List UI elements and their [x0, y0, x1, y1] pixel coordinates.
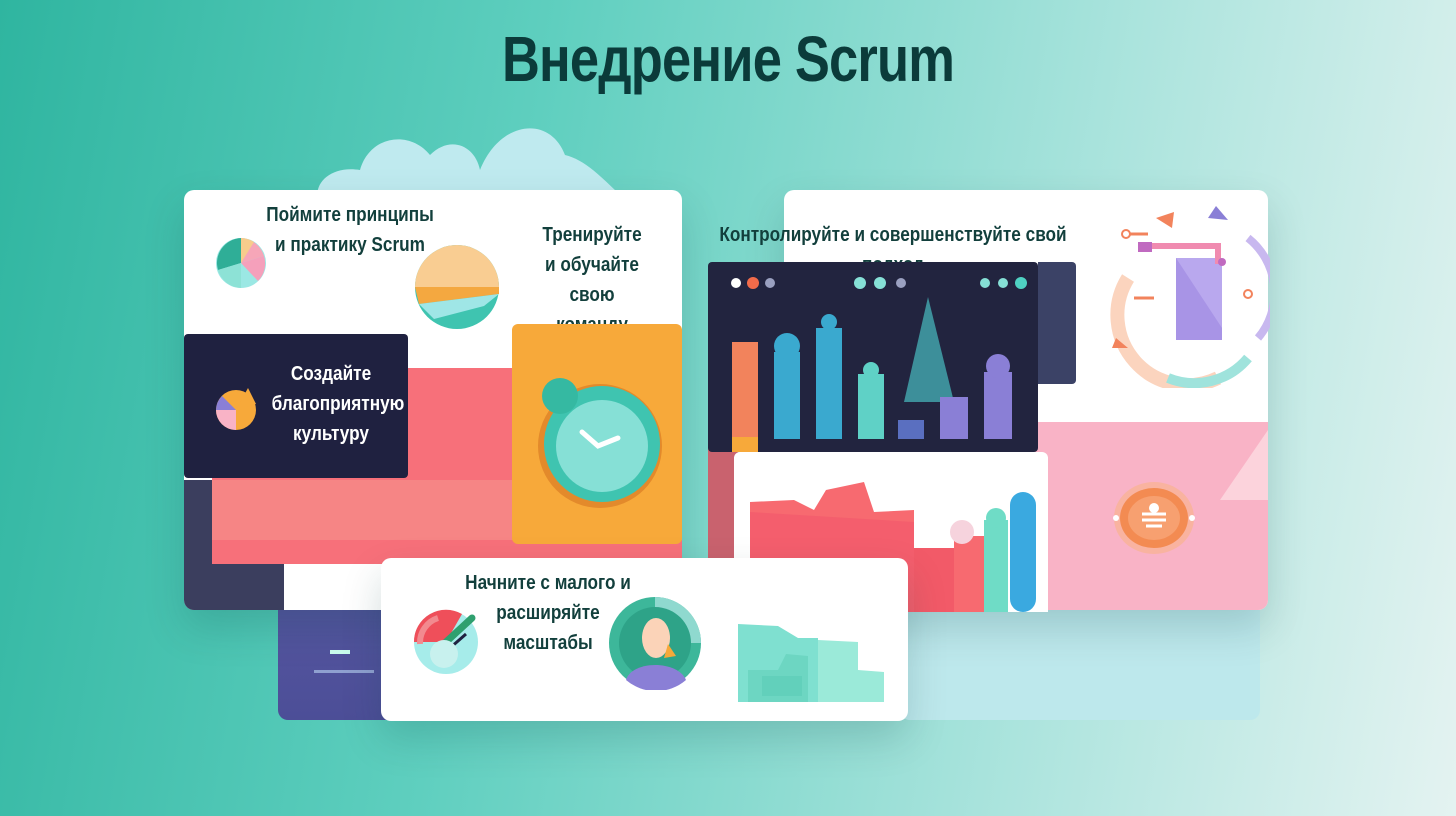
- bar-chart-icon: [731, 277, 1027, 452]
- area-chart-small-icon: [738, 624, 884, 702]
- cycle-illustration-icon: [1110, 206, 1270, 388]
- label-principles: Поймите принципы и практику Scrum: [266, 204, 434, 256]
- avatar: [609, 597, 701, 690]
- clock-icon: [579, 429, 621, 449]
- pie-chart-icon: [216, 238, 266, 288]
- label-start: Начните с малого и расширяйте масштабы: [465, 572, 631, 654]
- pie-slice-icon: [216, 388, 256, 430]
- pie-chart-large-icon: [415, 245, 499, 329]
- badge-icon: [1113, 482, 1195, 554]
- page-title: Внедрение Scrum: [501, 23, 955, 95]
- gauge-icon: [413, 609, 478, 674]
- cloud-decoration: [317, 128, 630, 205]
- label-train: Тренируйте и обучайте свою команду: [542, 224, 642, 336]
- dash-base: [708, 440, 738, 558]
- label-culture: Создайте благоприятную культуру: [271, 363, 405, 445]
